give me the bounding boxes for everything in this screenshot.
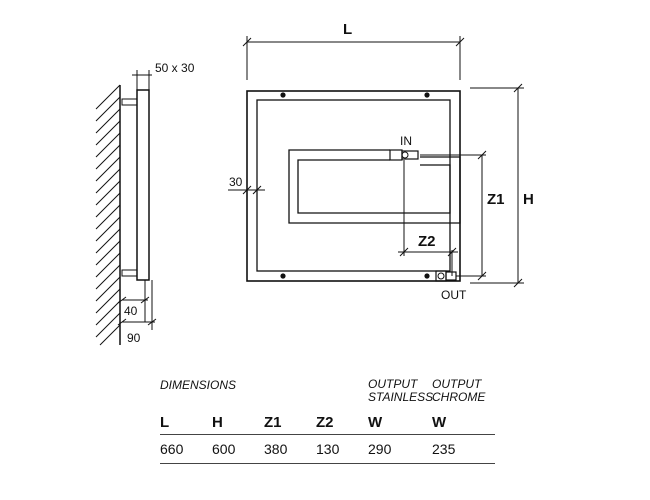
column-header: H xyxy=(212,410,264,435)
table-cell: 290 xyxy=(368,434,432,464)
column-header: W xyxy=(432,410,495,435)
table-row: 660 600 380 130 290 235 xyxy=(160,434,495,464)
length-label: L xyxy=(343,21,352,38)
column-header: L xyxy=(160,410,212,435)
depth-dim-40: 40 xyxy=(124,304,138,318)
outlet-label: OUT xyxy=(441,288,467,302)
radiator-technical-drawing: 50 x 30 40 90 L IN xyxy=(95,21,534,346)
output-stainless-header: OUTPUT STAINLESS xyxy=(368,378,433,404)
column-header: W xyxy=(368,410,432,435)
output-stainless-line2: STAINLESS xyxy=(368,390,434,404)
table-cell: 660 xyxy=(160,434,212,464)
column-header: Z1 xyxy=(264,410,316,435)
table-cell: 235 xyxy=(432,434,495,464)
front-view: L IN OUT 30 Z1 xyxy=(228,21,534,302)
mounting-point xyxy=(424,92,430,98)
side-profile-label: 50 x 30 xyxy=(155,61,195,75)
depth-dim-90: 90 xyxy=(127,331,141,345)
table-header-row: L H Z1 Z2 W W xyxy=(160,410,495,435)
z1-label: Z1 xyxy=(487,191,505,208)
table-cell: 130 xyxy=(316,434,368,464)
frame-width-label: 30 xyxy=(229,175,243,189)
output-chrome-header: OUTPUT CHROME xyxy=(432,378,485,404)
mounting-point xyxy=(280,92,286,98)
table-cell: 380 xyxy=(264,434,316,464)
height-label: H xyxy=(523,191,534,208)
dimensions-title: DIMENSIONS xyxy=(160,378,237,392)
output-chrome-line2: CHROME xyxy=(432,390,486,404)
center-opening-outer xyxy=(288,149,461,224)
bottom-bracket xyxy=(121,269,138,277)
table-cell: 600 xyxy=(212,434,264,464)
output-chrome-line1: OUTPUT xyxy=(432,377,482,391)
top-bracket xyxy=(121,98,138,106)
mounting-point xyxy=(280,273,286,279)
inlet-label: IN xyxy=(400,134,412,148)
column-header: Z2 xyxy=(316,410,368,435)
wall-hatching xyxy=(95,84,121,346)
output-stainless-line1: OUTPUT xyxy=(368,377,418,391)
mounting-point xyxy=(424,273,430,279)
inlet-connector xyxy=(389,149,403,161)
side-profile-bar xyxy=(136,89,150,281)
center-opening-inner xyxy=(297,159,451,214)
z2-label: Z2 xyxy=(418,233,436,250)
dimensions-table: L H Z1 Z2 W W 660 600 380 130 290 235 xyxy=(160,410,495,464)
side-view: 50 x 30 40 90 xyxy=(95,61,195,346)
